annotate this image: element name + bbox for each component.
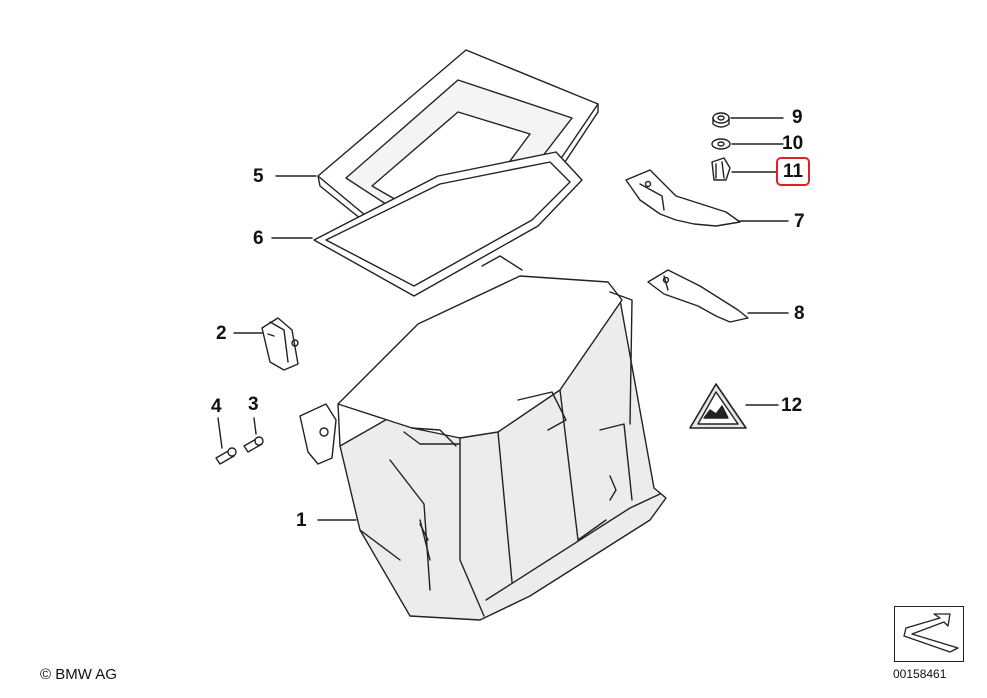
part-3-screw [243, 436, 264, 453]
callout-2: 2 [216, 323, 227, 344]
part-10-washer [711, 138, 731, 150]
orientation-box [894, 606, 964, 662]
callout-3: 3 [248, 394, 259, 415]
callout-12: 12 [781, 395, 803, 416]
part-6-gasket [313, 151, 583, 297]
part-8-plate [647, 269, 749, 323]
callout-7: 7 [794, 211, 805, 232]
document-number: 00158461 [893, 667, 947, 681]
callout-5: 5 [253, 166, 264, 187]
leader-line-4 [217, 417, 223, 449]
part-9-nut [712, 112, 730, 128]
callout-4: 4 [211, 396, 222, 417]
callout-1: 1 [296, 510, 307, 531]
part-12-warning-label [689, 383, 747, 429]
callout-6: 6 [253, 228, 264, 249]
callout-9: 9 [792, 107, 803, 128]
copyright-text: © BMW AG [40, 666, 117, 683]
part-1-housing [299, 255, 667, 621]
part-2-bracket [261, 317, 299, 371]
callout-10: 10 [782, 133, 804, 154]
callout-11[interactable]: 11 [776, 157, 811, 186]
part-7-plate [625, 169, 741, 227]
leader-line-3 [253, 417, 257, 435]
orientation-arrow-icon [903, 613, 959, 653]
callout-8: 8 [794, 303, 805, 324]
part-4-screw [215, 447, 237, 465]
part-11-clip [711, 157, 731, 181]
